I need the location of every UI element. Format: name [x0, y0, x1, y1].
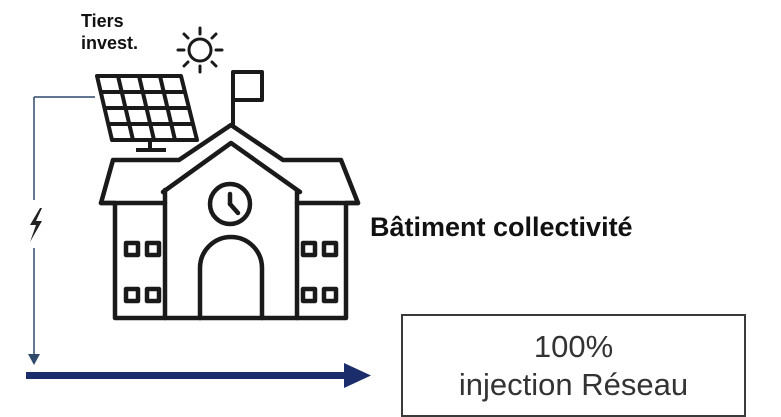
connection-line: [34, 97, 95, 357]
flag-icon: [233, 72, 262, 125]
investor-label: Tiers invest.: [81, 10, 171, 54]
sun-icon: [178, 28, 222, 72]
arrow-right-icon: [26, 363, 371, 388]
injection-percent: 100%: [534, 328, 613, 366]
solar-panel-icon: [97, 76, 197, 150]
school-building-icon: [101, 125, 358, 318]
lightning-icon: [30, 208, 42, 242]
clock-icon: [210, 184, 250, 224]
down-arrowhead: [28, 354, 40, 365]
building-label: Bâtiment collectivité: [370, 212, 633, 243]
injection-box: 100% injection Réseau: [401, 314, 746, 417]
injection-label: injection Réseau: [459, 366, 688, 404]
